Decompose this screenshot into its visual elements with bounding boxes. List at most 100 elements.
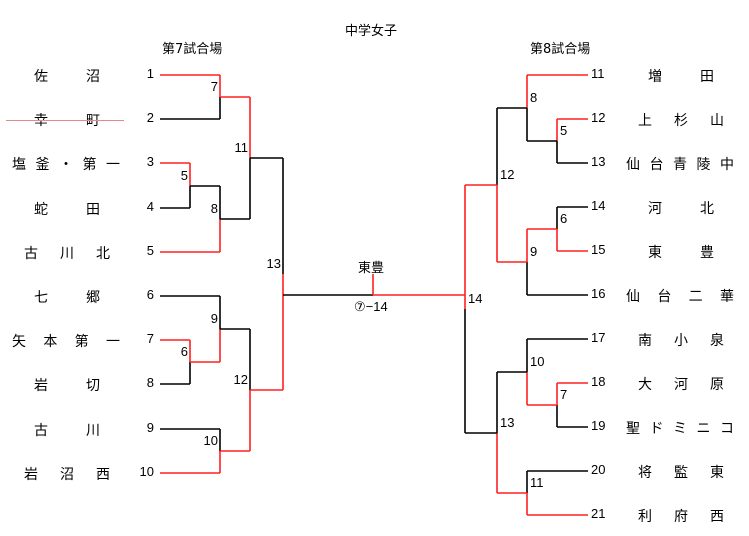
team-name-char: 監 <box>674 465 688 481</box>
team-name-char: 七 <box>34 290 48 306</box>
team-name-char: 田 <box>700 69 714 85</box>
team-name-char: 西 <box>710 509 724 525</box>
match-number: 13 <box>500 415 515 430</box>
seed-number: 11 <box>591 66 605 81</box>
team-name-char: 大 <box>638 377 652 393</box>
seed-number: 7 <box>146 331 154 346</box>
team-name-char: 仙 <box>626 289 640 305</box>
match-number: 6 <box>560 211 568 226</box>
team-name: 利府西 <box>638 506 724 526</box>
team-name-char: 郷 <box>86 290 100 306</box>
team-name-char: 泉 <box>710 333 724 349</box>
seed-number: 14 <box>591 198 606 213</box>
strike-through <box>6 120 124 121</box>
match-number: 12 <box>500 167 515 182</box>
right-venue-label: 第8試合場 <box>530 42 591 57</box>
seed-number: 16 <box>591 286 606 301</box>
match-number: 5 <box>560 123 568 138</box>
team-name: 仙台二華 <box>626 286 734 306</box>
seed-number: 3 <box>146 154 154 169</box>
team-name-char: 本 <box>43 334 58 350</box>
team-name: 古川北 <box>24 243 110 263</box>
team-name-char: 第 <box>74 334 89 350</box>
match-number: 14 <box>468 291 483 306</box>
seed-number: 17 <box>591 330 606 345</box>
team-name: 河北 <box>648 198 714 218</box>
team-name-char: 増 <box>648 69 662 85</box>
match-number: 8 <box>210 201 218 216</box>
final-score-label: ⑦−14 <box>354 299 388 314</box>
team-name: 仙台青陵中 <box>626 154 734 174</box>
team-name-char: 台 <box>657 289 672 305</box>
team-name-char: ニ <box>696 421 711 437</box>
team-name: 岩沼西 <box>24 464 110 484</box>
team-name-char: 切 <box>86 378 100 394</box>
team-name-char: 将 <box>638 465 652 481</box>
team-name: 佐沼 <box>34 66 100 86</box>
team-name: 古川 <box>34 420 100 440</box>
team-name-char: 第 <box>82 157 97 173</box>
team-name-char: 府 <box>674 509 688 525</box>
team-name-char: 河 <box>648 201 662 217</box>
team-name-char: ・ <box>59 157 73 173</box>
team-name-char: 南 <box>638 333 652 349</box>
match-number: 9 <box>210 311 218 326</box>
team-name: 七郷 <box>34 287 100 307</box>
team-name-char: ド <box>649 421 664 437</box>
bracket-title: 中学女子 <box>345 24 398 39</box>
team-name-char: 東 <box>648 245 662 261</box>
match-number: 6 <box>180 344 188 359</box>
team-name-char: 台 <box>649 157 664 173</box>
team-name-char: 河 <box>674 377 688 393</box>
team-name: 東豊 <box>648 242 714 262</box>
team-name-char: 町 <box>86 113 100 129</box>
team-name-char: 豊 <box>700 245 714 261</box>
team-name-char: 岩 <box>34 378 48 394</box>
team-name: 聖ドミニコ <box>626 418 734 438</box>
team-name-char: 山 <box>710 113 724 129</box>
team-name-char: 北 <box>700 201 714 217</box>
team-name: 南小泉 <box>638 330 724 350</box>
final-winner-label: 東豊 <box>358 261 385 276</box>
seed-number: 15 <box>591 242 606 257</box>
team-name: 将監東 <box>638 462 724 482</box>
match-number: 12 <box>233 372 248 387</box>
seed-number: 20 <box>591 462 606 477</box>
team-name: 上杉山 <box>638 110 724 130</box>
match-number: 7 <box>560 387 568 402</box>
team-name-char: 原 <box>710 377 724 393</box>
match-number: 10 <box>203 433 218 448</box>
team-name-char: 川 <box>60 246 74 262</box>
left-venue-label: 第7試合場 <box>162 42 223 57</box>
match-number: 7 <box>210 79 218 94</box>
team-name-char: 陵 <box>696 157 711 173</box>
match-number: 11 <box>530 475 544 490</box>
team-name: 岩切 <box>34 375 100 395</box>
match-number: 5 <box>180 168 188 183</box>
seed-number: 1 <box>146 66 154 81</box>
team-name-char: 西 <box>96 467 110 483</box>
team-name-char: 佐 <box>34 69 48 85</box>
team-name-char: 中 <box>720 157 734 173</box>
seed-number: 21 <box>591 506 606 521</box>
team-name-char: 利 <box>638 509 652 525</box>
team-name-char: 蛇 <box>34 202 48 218</box>
team-name-char: 一 <box>106 157 120 173</box>
team-name-char: 古 <box>34 423 48 439</box>
team-name-char: 幸 <box>34 113 48 129</box>
team-name-char: 華 <box>719 289 734 305</box>
team-name: 塩釜・第一 <box>12 154 120 174</box>
match-number: 11 <box>234 140 249 155</box>
seed-number: 18 <box>591 374 606 389</box>
match-number: 13 <box>266 256 281 271</box>
seed-number: 12 <box>591 110 606 125</box>
team-name-char: 上 <box>638 113 652 129</box>
team-name-char: 塩 <box>12 157 26 173</box>
team-name-char: ミ <box>673 421 687 437</box>
team-name: 幸町 <box>34 110 100 130</box>
seed-number: 8 <box>146 375 154 390</box>
team-name-char: 青 <box>673 157 687 173</box>
match-number: 10 <box>530 354 545 369</box>
